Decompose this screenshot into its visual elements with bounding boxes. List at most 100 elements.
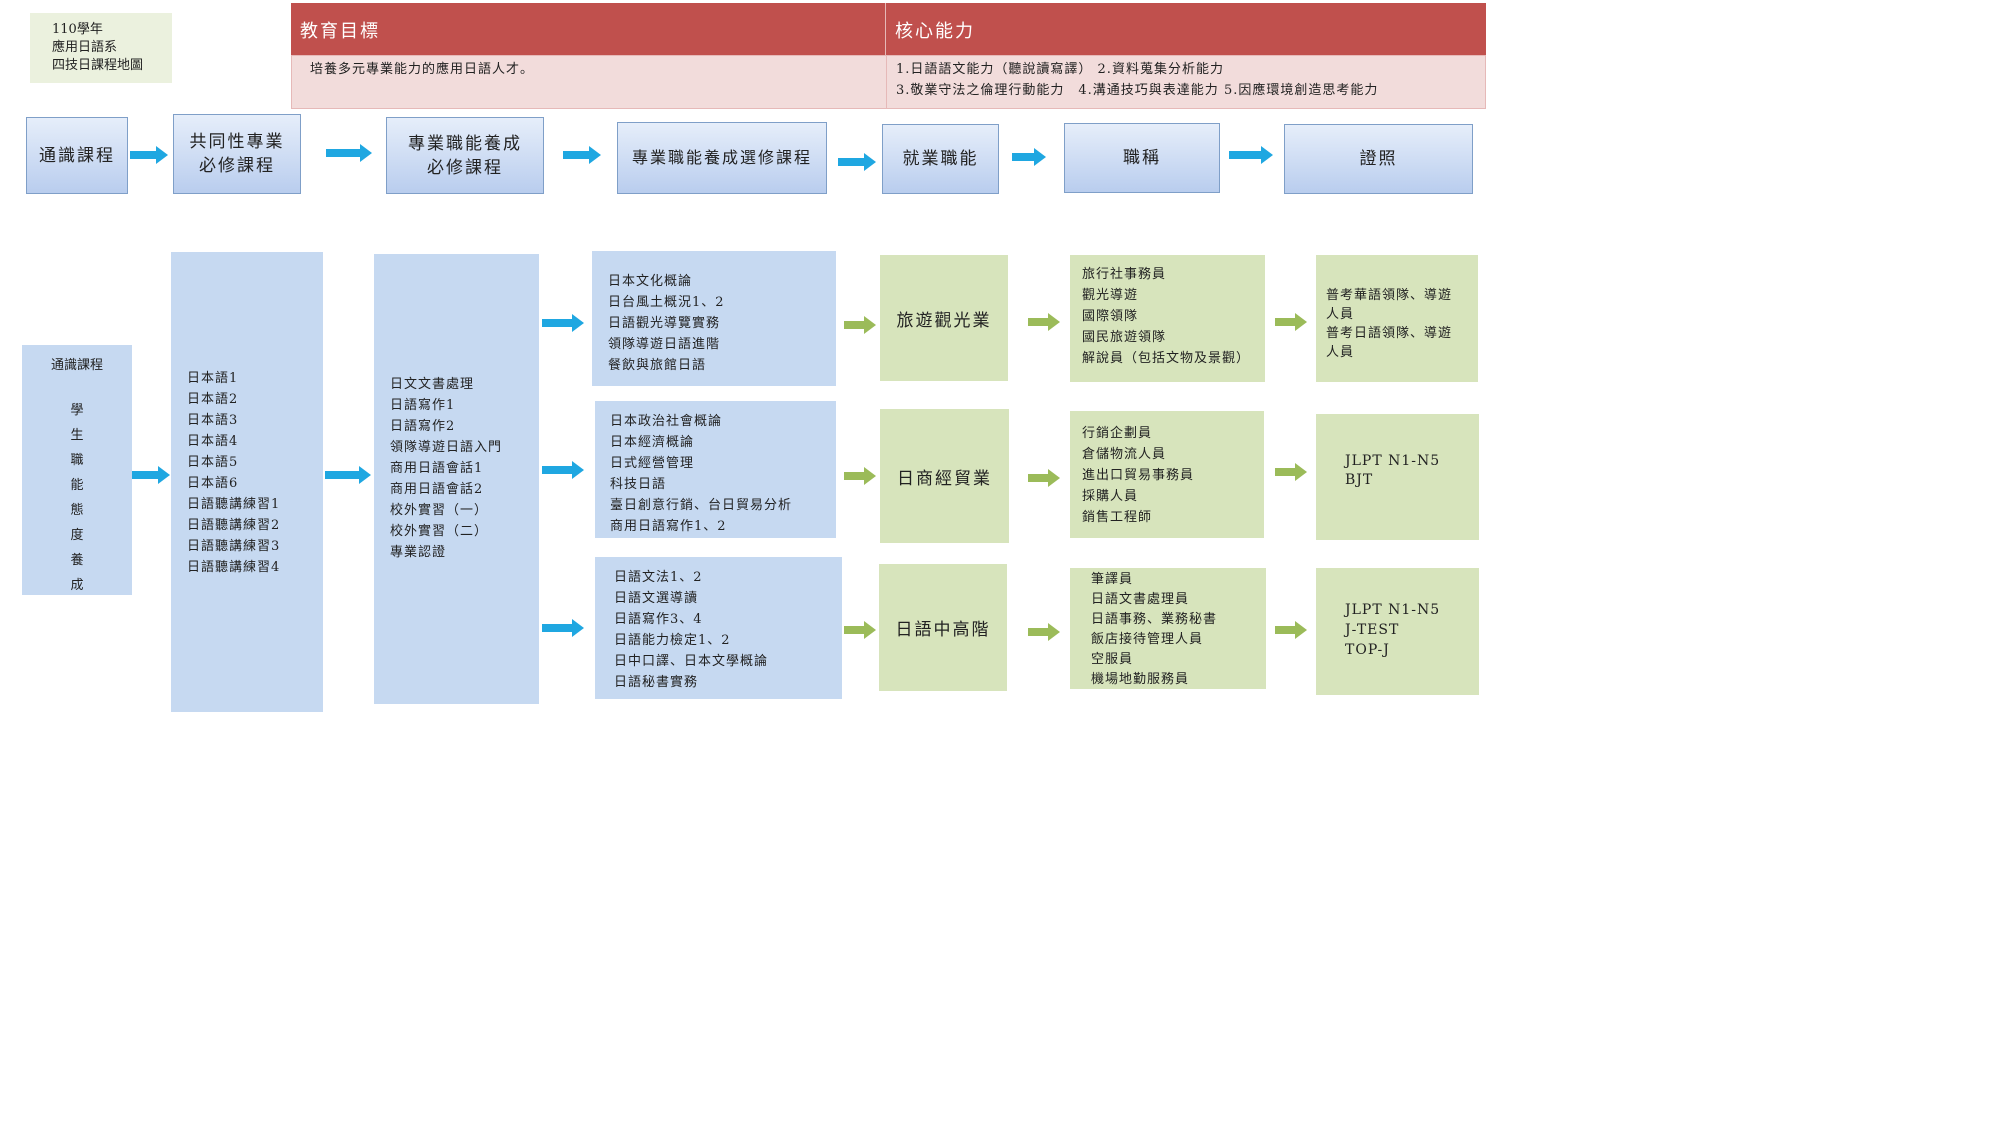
job-item: 國民旅遊領隊	[1082, 330, 1167, 345]
elective-item: 日中口譯、日本文學概論	[614, 654, 769, 669]
elective-item: 日本政治社會概論	[610, 414, 723, 429]
core-line-1: 1.日語語文能力（聽說讀寫譯） 2.資料蒐集分析能力	[896, 62, 1224, 77]
green-arrow	[1028, 622, 1062, 642]
license-item: JLPT N1-N5	[1345, 453, 1441, 469]
course-item: 日語寫作2	[390, 419, 456, 434]
core-line-2: 3.敬業守法之倫理行動能力 4.溝通技巧與表達能力 5.因應環境創造思考能力	[896, 83, 1379, 98]
header-license: 證照	[1284, 124, 1473, 194]
course-item: 日本語2	[187, 392, 239, 407]
course-item: 日文文書處理	[390, 377, 475, 392]
arrow-to-track-tourism	[542, 313, 588, 333]
goals-body: 培養多元專業能力的應用日語人才。 1.日語語文能力（聽說讀寫譯） 2.資料蒐集分…	[291, 55, 1486, 109]
field-box-trade: 日商經貿業	[880, 409, 1009, 543]
job-item: 筆譯員	[1091, 572, 1134, 587]
license-item: 人員	[1326, 345, 1355, 360]
electives-box-trade: 日本政治社會概論 日本經濟概論 日式經營管理 科技日語 臺日創意行銷、台日貿易分…	[595, 401, 836, 538]
field-label: 日語中高階	[895, 620, 991, 640]
objective-label: 教育目標	[300, 21, 380, 42]
electives-box-tourism: 日本文化概論 日台風土概況1、2 日語觀光導覽實務 領隊導遊日語進階 餐飲與旅館…	[592, 251, 836, 386]
field-label: 日商經貿業	[897, 468, 992, 489]
license-item: 人員	[1326, 307, 1355, 322]
elective-item: 日本經濟概論	[610, 435, 695, 450]
jobs-box-trade: 行銷企劃員 倉儲物流人員 進出口貿易事務員 採購人員 銷售工程師	[1070, 411, 1264, 538]
course-item: 日本語1	[187, 371, 239, 386]
jobs-box-advanced: 筆譯員 日語文書處理員 日語事務、業務秘書 飯店接待管理人員 空服員 機場地勤服…	[1070, 568, 1266, 689]
course-item: 專業認證	[390, 545, 447, 560]
general-char: 職	[70, 453, 84, 468]
goals-divider	[885, 3, 886, 55]
header-prof-required: 專業職能養成 必修課程	[386, 117, 544, 194]
job-item: 進出口貿易事務員	[1082, 468, 1195, 483]
elective-item: 日語能力檢定1、2	[614, 633, 731, 648]
general-courses-box: 通識課程 學 生 職 能 態 度 養 成	[22, 345, 132, 595]
header-arrow-3	[563, 145, 605, 165]
general-char: 能	[70, 478, 84, 493]
general-char: 成	[70, 578, 84, 593]
job-item: 飯店接待管理人員	[1091, 632, 1204, 647]
prof-courses-box: 日文文書處理 日語寫作1 日語寫作2 領隊導遊日語入門 商用日語會話1 商用日語…	[374, 254, 539, 704]
job-item: 解說員（包括文物及景觀）	[1082, 351, 1251, 366]
common-courses-box: 日本語1 日本語2 日本語3 日本語4 日本語5 日本語6 日語聽講練習1 日語…	[171, 252, 323, 712]
course-item: 日語聽講練習2	[187, 518, 281, 533]
general-box-title: 通識課程	[50, 358, 103, 373]
license-box-trade: JLPT N1-N5 BJT	[1316, 414, 1479, 540]
job-item: 機場地勤服務員	[1091, 672, 1190, 687]
general-char: 度	[70, 528, 84, 543]
course-item: 日語聽講練習1	[187, 497, 281, 512]
job-item: 銷售工程師	[1082, 510, 1153, 525]
green-arrow	[1028, 468, 1062, 488]
header-common-required: 共同性專業 必修課程	[173, 114, 301, 194]
license-item: JLPT N1-N5	[1345, 602, 1441, 618]
goals-header: 教育目標 核心能力	[291, 3, 1486, 55]
course-item: 日本語5	[187, 455, 239, 470]
green-arrow	[1275, 312, 1309, 332]
elective-item: 日式經營管理	[610, 456, 695, 471]
arrow-common-to-prof	[325, 465, 375, 485]
general-char: 養	[70, 553, 84, 568]
green-arrow	[844, 315, 878, 335]
green-arrow	[1275, 620, 1309, 640]
license-box-tourism: 普考華語領隊、導遊 人員 普考日語領隊、導遊 人員	[1316, 255, 1478, 382]
job-item: 觀光導遊	[1082, 288, 1139, 303]
license-item: TOP-J	[1345, 642, 1390, 658]
core-label: 核心能力	[895, 21, 975, 42]
header-arrow-4	[838, 152, 880, 172]
license-item: J-TEST	[1345, 622, 1400, 638]
header-arrow-1	[130, 145, 170, 165]
course-item: 校外實習（二）	[390, 524, 489, 539]
job-item: 日語文書處理員	[1091, 592, 1190, 607]
job-item: 採購人員	[1082, 489, 1139, 504]
elective-item: 餐飲與旅館日語	[608, 358, 707, 373]
green-arrow	[844, 620, 878, 640]
course-item: 商用日語會話2	[390, 482, 484, 497]
map-title-box: 110學年 應用日語系 四技日課程地圖	[30, 13, 172, 83]
course-item: 日本語3	[187, 413, 239, 428]
elective-item: 日語觀光導覽實務	[608, 316, 721, 331]
elective-item: 科技日語	[610, 477, 667, 492]
header-prof-elective: 專業職能養成選修課程	[617, 122, 827, 194]
elective-item: 日台風土概況1、2	[608, 295, 725, 310]
header-employment: 就業職能	[882, 124, 999, 194]
job-item: 日語事務、業務秘書	[1091, 612, 1218, 627]
course-item: 日語寫作1	[390, 398, 456, 413]
field-box-tourism: 旅遊觀光業	[880, 255, 1008, 381]
objective-text: 培養多元專業能力的應用日語人才。	[310, 62, 535, 77]
course-item: 商用日語會話1	[390, 461, 484, 476]
jobs-box-tourism: 旅行社事務員 觀光導遊 國際領隊 國民旅遊領隊 解說員（包括文物及景觀）	[1070, 255, 1265, 382]
arrow-general-to-common	[132, 465, 172, 485]
header-arrow-5	[1012, 147, 1054, 167]
course-item: 日語聽講練習3	[187, 539, 281, 554]
elective-item: 商用日語寫作1、2	[610, 519, 727, 534]
elective-item: 日語文法1、2	[614, 570, 703, 585]
general-char: 學	[70, 403, 84, 418]
electives-box-advanced: 日語文法1、2 日語文選導讀 日語寫作3、4 日語能力檢定1、2 日中口譯、日本…	[595, 557, 842, 699]
elective-item: 日語文選導讀	[614, 591, 699, 606]
course-item: 校外實習（一）	[390, 503, 489, 518]
header-arrow-6	[1229, 145, 1279, 165]
elective-item: 臺日創意行銷、台日貿易分析	[610, 498, 793, 513]
title-line-year: 110學年	[52, 22, 103, 37]
arrow-to-track-trade	[542, 460, 588, 480]
job-item: 空服員	[1091, 652, 1134, 667]
general-char: 生	[70, 428, 84, 443]
green-arrow	[1275, 462, 1309, 482]
